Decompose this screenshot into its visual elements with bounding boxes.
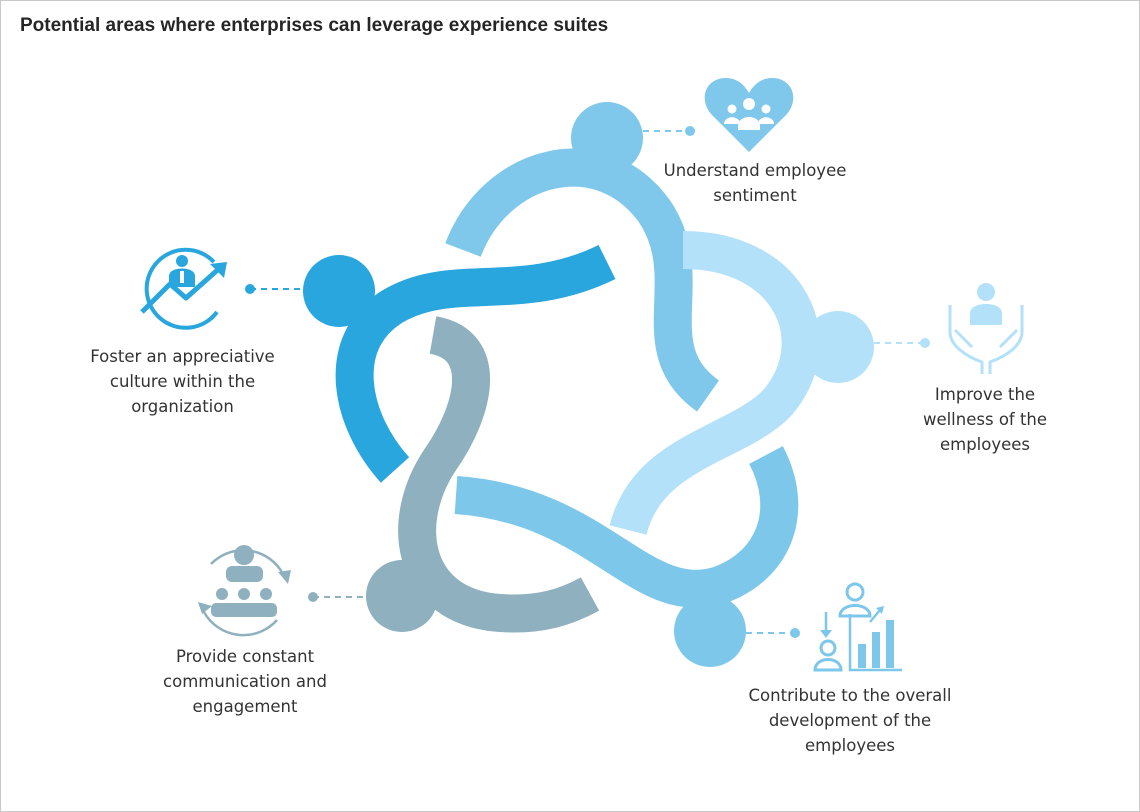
- connector-dot-wellness: [920, 338, 930, 348]
- connector-dot-sentiment: [685, 126, 695, 136]
- growth-arrow-icon: [140, 247, 227, 330]
- connector-dot-communication: [308, 592, 318, 602]
- ring-figure-bottom-right: [454, 446, 799, 608]
- connector-dot-culture: [245, 284, 255, 294]
- label-appreciative-culture: Foster an appreciative culture within th…: [90, 347, 275, 416]
- label-employee-development: Contribute to the overall development of…: [748, 686, 952, 755]
- development-chart-icon: [813, 582, 902, 672]
- ring-figure-left: [335, 244, 616, 483]
- ring-figure-right: [609, 231, 820, 536]
- ring-head-left: [303, 255, 375, 327]
- caring-hands-icon: [948, 283, 1024, 374]
- ring-head-bottom-right: [674, 595, 746, 667]
- ring-head-top: [571, 102, 643, 174]
- ring-head-bottom-left: [366, 560, 438, 632]
- label-employee-wellness: Improve the wellness of the employees: [922, 385, 1048, 454]
- heart-people-icon: [704, 78, 794, 152]
- label-understand-sentiment: Understand employee sentiment: [663, 161, 847, 205]
- ring-figure-top: [445, 148, 720, 412]
- ring-head-right: [802, 311, 874, 383]
- label-communication-engagement: Provide constant communication and engag…: [163, 647, 327, 716]
- team-meeting-icon: [198, 545, 291, 637]
- ring-figure-bottom-left: [398, 316, 600, 633]
- connector-dot-development: [790, 628, 800, 638]
- diagram-title: Potential areas where enterprises can le…: [20, 15, 609, 36]
